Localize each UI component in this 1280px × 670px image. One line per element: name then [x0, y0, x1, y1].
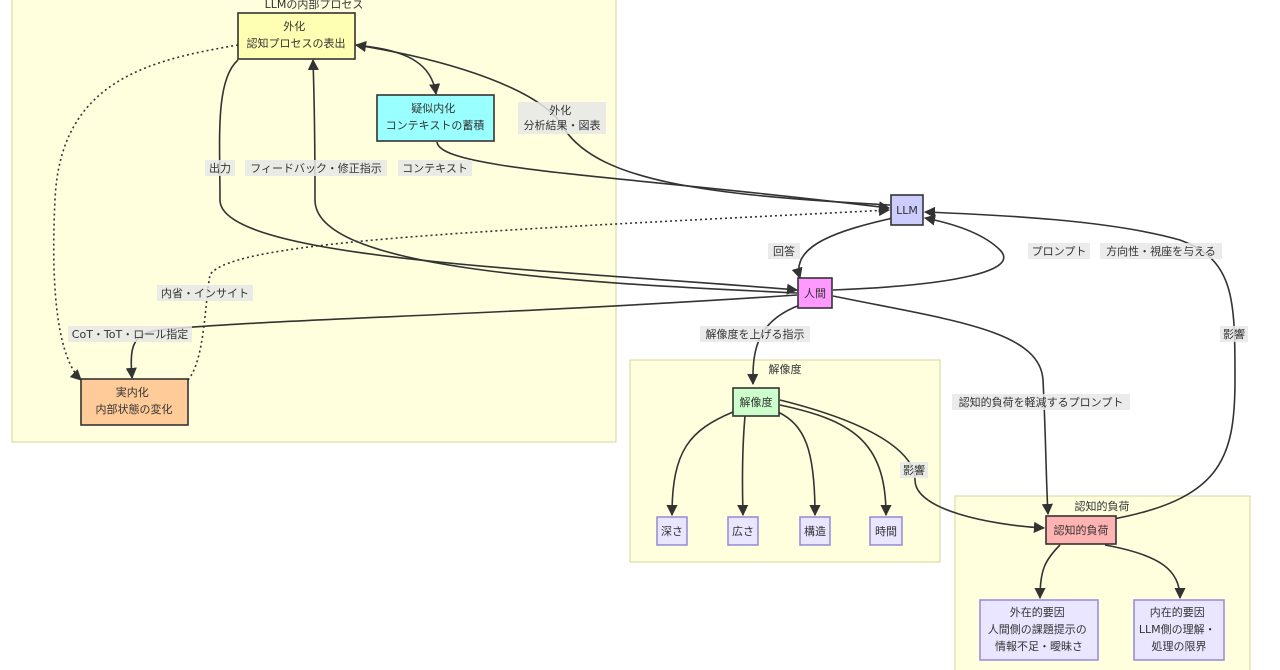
label-influence-load: 影響 [1220, 326, 1248, 342]
node-extrinsic-line3: 情報不足・曖昧さ [995, 640, 1083, 653]
node-externalize[interactable]: 外化 認知プロセスの表出 [237, 12, 356, 60]
node-human-label: 人間 [804, 287, 826, 300]
cluster-llm-process-title: LLMの内部プロセス [265, 0, 364, 11]
node-llm-label: LLM [896, 204, 918, 217]
edge-resolution-to-depth [666, 411, 734, 517]
label-raise-resolution: 解像度を上げる指示 [700, 326, 810, 342]
label-influence-res: 影響 [900, 462, 928, 478]
edge-human-to-load [832, 295, 1053, 516]
node-intrinsic-line1: 内在的要因 [1150, 605, 1205, 619]
label-externalize-llm: 外化 分析結果・図表 [518, 102, 606, 134]
node-extrinsic[interactable]: 外在的要因 人間側の課題提示の 情報不足・曖昧さ [979, 599, 1099, 661]
label-reduce-load-prompt: 認知的負荷を軽減するプロンプト [952, 394, 1130, 410]
node-real-internalize-line2: 内部状態の変化 [96, 402, 173, 416]
label-influence-res-text: 影響 [903, 463, 925, 477]
node-structure[interactable]: 構造 [799, 516, 831, 546]
label-prompt: プロンプト [1028, 243, 1090, 259]
node-intrinsic-line3: 処理の限界 [1152, 640, 1207, 653]
edge-load-to-llm-direction [923, 206, 1236, 521]
label-cot-text: CoT・ToT・ロール指定 [72, 327, 188, 341]
node-breadth[interactable]: 広さ [727, 516, 759, 546]
edge-resolution-to-breadth [737, 415, 749, 517]
label-influence-load-text: 影響 [1223, 327, 1245, 341]
node-externalize-line1: 外化 [283, 19, 305, 33]
cluster-resolution-title: 解像度 [769, 362, 802, 376]
label-raise-resolution-text: 解像度を上げる指示 [706, 327, 805, 341]
edge-resolution-to-structure [777, 411, 821, 517]
label-context-text: コンテキスト [402, 162, 468, 175]
svg-text:内在的要因 LLM側の理解・: 内在的要因 LLM側の理解・ 処理の限界 [1139, 605, 1219, 653]
node-resolution-label: 解像度 [740, 395, 773, 409]
label-output-text: 出力 [209, 161, 231, 175]
label-externalize-llm-line2: 分析結果・図表 [524, 118, 601, 132]
edge-load-to-intrinsic [1104, 544, 1186, 600]
label-feedback: フィードバック・修正指示 [245, 160, 387, 176]
label-externalize-llm-line1: 外化 [549, 103, 571, 117]
label-reduce-load-prompt-text: 認知的負荷を軽減するプロンプト [959, 395, 1124, 409]
node-time-label: 時間 [875, 525, 897, 538]
svg-text:外在的要因 人間側の課題提示の: 外在的要因 人間側の課題提示の 情報不足・曖昧さ [988, 605, 1091, 653]
label-prompt-text: プロンプト [1032, 245, 1087, 258]
svg-text:疑似内化 コンテキストの蓄積: 疑似内化 コンテキストの蓄積 [386, 101, 485, 132]
label-context: コンテキスト [398, 160, 472, 176]
label-answer: 回答 [768, 243, 800, 259]
node-pseudo-internalize[interactable]: 疑似内化 コンテキストの蓄積 [376, 94, 495, 142]
label-direction-text: 方向性・視座を与える [1106, 244, 1216, 258]
label-introspection: 内省・インサイト [157, 285, 253, 301]
label-cot: CoT・ToT・ロール指定 [68, 326, 192, 342]
svg-text:外化 認知プロセスの表出: 外化 認知プロセスの表出 [247, 19, 346, 50]
node-pseudo-internalize-line1: 疑似内化 [411, 101, 455, 115]
svg-text:実内化 内部状態の変化: 実内化 内部状態の変化 [96, 385, 173, 416]
edge-load-to-extrinsic [1034, 544, 1061, 600]
label-introspection-text: 内省・インサイト [161, 286, 249, 300]
label-direction: 方向性・視座を与える [1100, 243, 1222, 259]
node-pseudo-internalize-line2: コンテキストの蓄積 [386, 118, 485, 132]
label-answer-text: 回答 [773, 244, 795, 258]
edge-llm-to-human-answer [791, 217, 894, 280]
node-cognitive-load[interactable]: 認知的負荷 [1045, 515, 1117, 545]
edge-human-to-externalize-feedback [307, 58, 798, 294]
node-real-internalize-line1: 実内化 [116, 385, 149, 399]
label-feedback-text: フィードバック・修正指示 [250, 161, 382, 175]
svg-text:外化 分析結果・図表: 外化 分析結果・図表 [524, 103, 601, 132]
dotted-edges [52, 44, 891, 381]
edge-labels: 外化 分析結果・図表 出力 フィードバック・修正指示 コンテキスト 回答 プロン… [68, 102, 1248, 478]
edge-externalize-to-human-output [218, 59, 799, 295]
node-breadth-label: 広さ [732, 525, 754, 538]
node-structure-label: 構造 [804, 524, 826, 538]
node-human[interactable]: 人間 [797, 277, 833, 309]
node-depth[interactable]: 深さ [656, 516, 688, 546]
label-output: 出力 [205, 160, 235, 176]
cluster-cognitive-load-title: 認知的負荷 [1075, 499, 1130, 513]
node-depth-label: 深さ [661, 525, 683, 538]
nodes: 外化 認知プロセスの表出 疑似内化 コンテキストの蓄積 実内化 内部状態の変化 … [80, 12, 1225, 661]
node-real-internalize[interactable]: 実内化 内部状態の変化 [80, 378, 189, 426]
node-externalize-line2: 認知プロセスの表出 [247, 36, 346, 50]
node-llm[interactable]: LLM [890, 194, 924, 226]
edge-resolution-to-load [779, 399, 1046, 534]
node-extrinsic-line1: 外在的要因 [1010, 605, 1065, 619]
edge-externalize-to-real-internalize [52, 44, 239, 381]
node-time[interactable]: 時間 [869, 516, 903, 546]
node-resolution[interactable]: 解像度 [732, 387, 780, 417]
node-intrinsic[interactable]: 内在的要因 LLM側の理解・ 処理の限界 [1133, 599, 1225, 661]
edge-resolution-to-time [779, 404, 892, 517]
node-cognitive-load-label: 認知的負荷 [1054, 523, 1109, 537]
edge-human-to-llm-prompt [832, 214, 1005, 291]
node-intrinsic-line2: LLM側の理解・ [1139, 622, 1216, 636]
node-extrinsic-line2: 人間側の課題提示の [988, 622, 1087, 636]
edge-pseudo-to-llm-context [436, 141, 891, 213]
